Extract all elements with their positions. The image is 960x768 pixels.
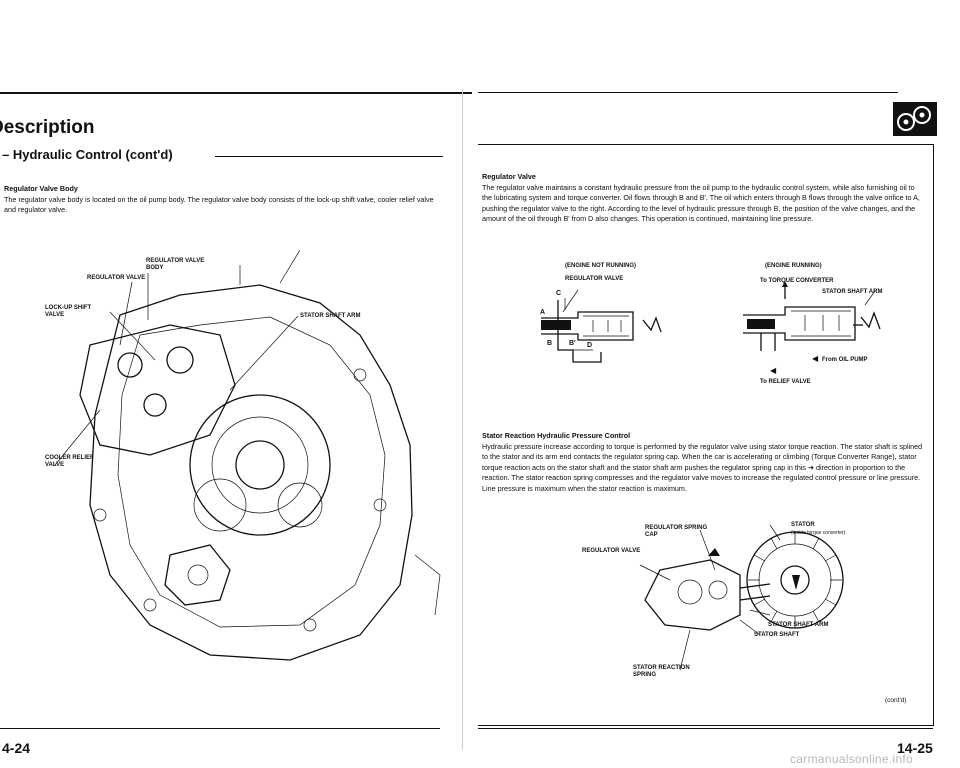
label-to-torque-converter: To TORQUE CONVERTER [760, 278, 834, 284]
letter-d: D [587, 342, 593, 349]
label-lower-regulator-valve: REGULATOR VALVE [582, 548, 641, 554]
right-bottom-rule [478, 728, 933, 729]
left-page-number: 4-24 [2, 740, 31, 756]
section-title: Description [0, 117, 95, 138]
label-stator-sub: (inside torque converter) [791, 530, 846, 536]
label-lower-stator-shaft-arm: STATOR SHAFT ARM [768, 622, 829, 628]
watermark: carmanualsonline.info [790, 752, 914, 766]
letter-b-prime: B' [569, 340, 576, 347]
right-top-rule [478, 92, 898, 93]
label-from-oil-pump: From OIL PUMP [822, 357, 868, 363]
arrow-from-oil-pump-icon: ◀ [812, 354, 819, 363]
subtitle-rule [215, 156, 443, 157]
label-stator-reaction-spring: STATOR REACTION SPRING [633, 665, 690, 678]
stator-illustration [639, 524, 844, 671]
regulator-valve-paragraph: The regulator valve maintains a constant… [482, 182, 920, 224]
regulator-valve-heading: Regulator Valve [482, 172, 536, 181]
regulator-valve-section: Regulator Valve The regulator valve main… [482, 172, 925, 225]
left-bottom-rule [0, 728, 440, 729]
letter-a: A [540, 309, 546, 316]
section-subtitle: – Hydraulic Control (cont'd) [2, 147, 173, 162]
label-lockup-shift-valve: LOCK-UP SHIFT VALVE [45, 305, 92, 318]
regulator-body-section: Regulator Valve Body The regulator valve… [4, 184, 444, 216]
label-to-relief-valve: To RELIEF VALVE [760, 379, 811, 385]
letter-c: C [556, 290, 562, 297]
label-diagram-regulator-valve: REGULATOR VALVE [565, 276, 624, 282]
regulator-valve-body-illustration [79, 249, 441, 661]
label-stator-shaft-arm: STATOR SHAFT ARM [300, 313, 361, 319]
label-diagram-stator-shaft-arm: STATOR SHAFT ARM [822, 289, 883, 295]
label-regulator-valve: REGULATOR VALVE [87, 275, 146, 281]
regulator-body-heading: Regulator Valve Body [4, 184, 78, 193]
transmission-gear-icon [893, 102, 937, 136]
page-gutter [462, 90, 463, 750]
right-page-number: 14-25 [897, 740, 933, 756]
left-top-rule [0, 92, 472, 94]
label-regulator-spring-cap: REGULATOR SPRING CAP [645, 525, 708, 538]
contd-note: (cont'd) [885, 697, 907, 704]
valve-diagram-running [743, 281, 881, 351]
regulator-body-paragraph: The regulator valve body is located on t… [4, 194, 434, 215]
label-engine-running: (ENGINE RUNNING) [765, 263, 822, 269]
right-content-frame [478, 144, 934, 726]
letter-b: B [547, 340, 553, 347]
label-regulator-valve-body: REGULATOR VALVE BODY [146, 258, 205, 271]
label-engine-not-running: (ENGINE NOT RUNNING) [565, 263, 636, 269]
stator-reaction-section: Stator Reaction Hydraulic Pressure Contr… [482, 431, 925, 495]
label-stator: STATOR [791, 522, 815, 528]
valve-diagram-not-running [541, 289, 662, 363]
left-callout-lines [54, 273, 299, 466]
label-stator-shaft: STATOR SHAFT [754, 632, 800, 638]
stator-reaction-paragraph: Hydraulic pressure increase according to… [482, 441, 923, 493]
label-cooler-relief-valve: COOLER RELIEF VALVE [45, 455, 94, 468]
arrow-to-relief-icon: ◀ [770, 366, 777, 375]
stator-reaction-heading: Stator Reaction Hydraulic Pressure Contr… [482, 431, 631, 440]
